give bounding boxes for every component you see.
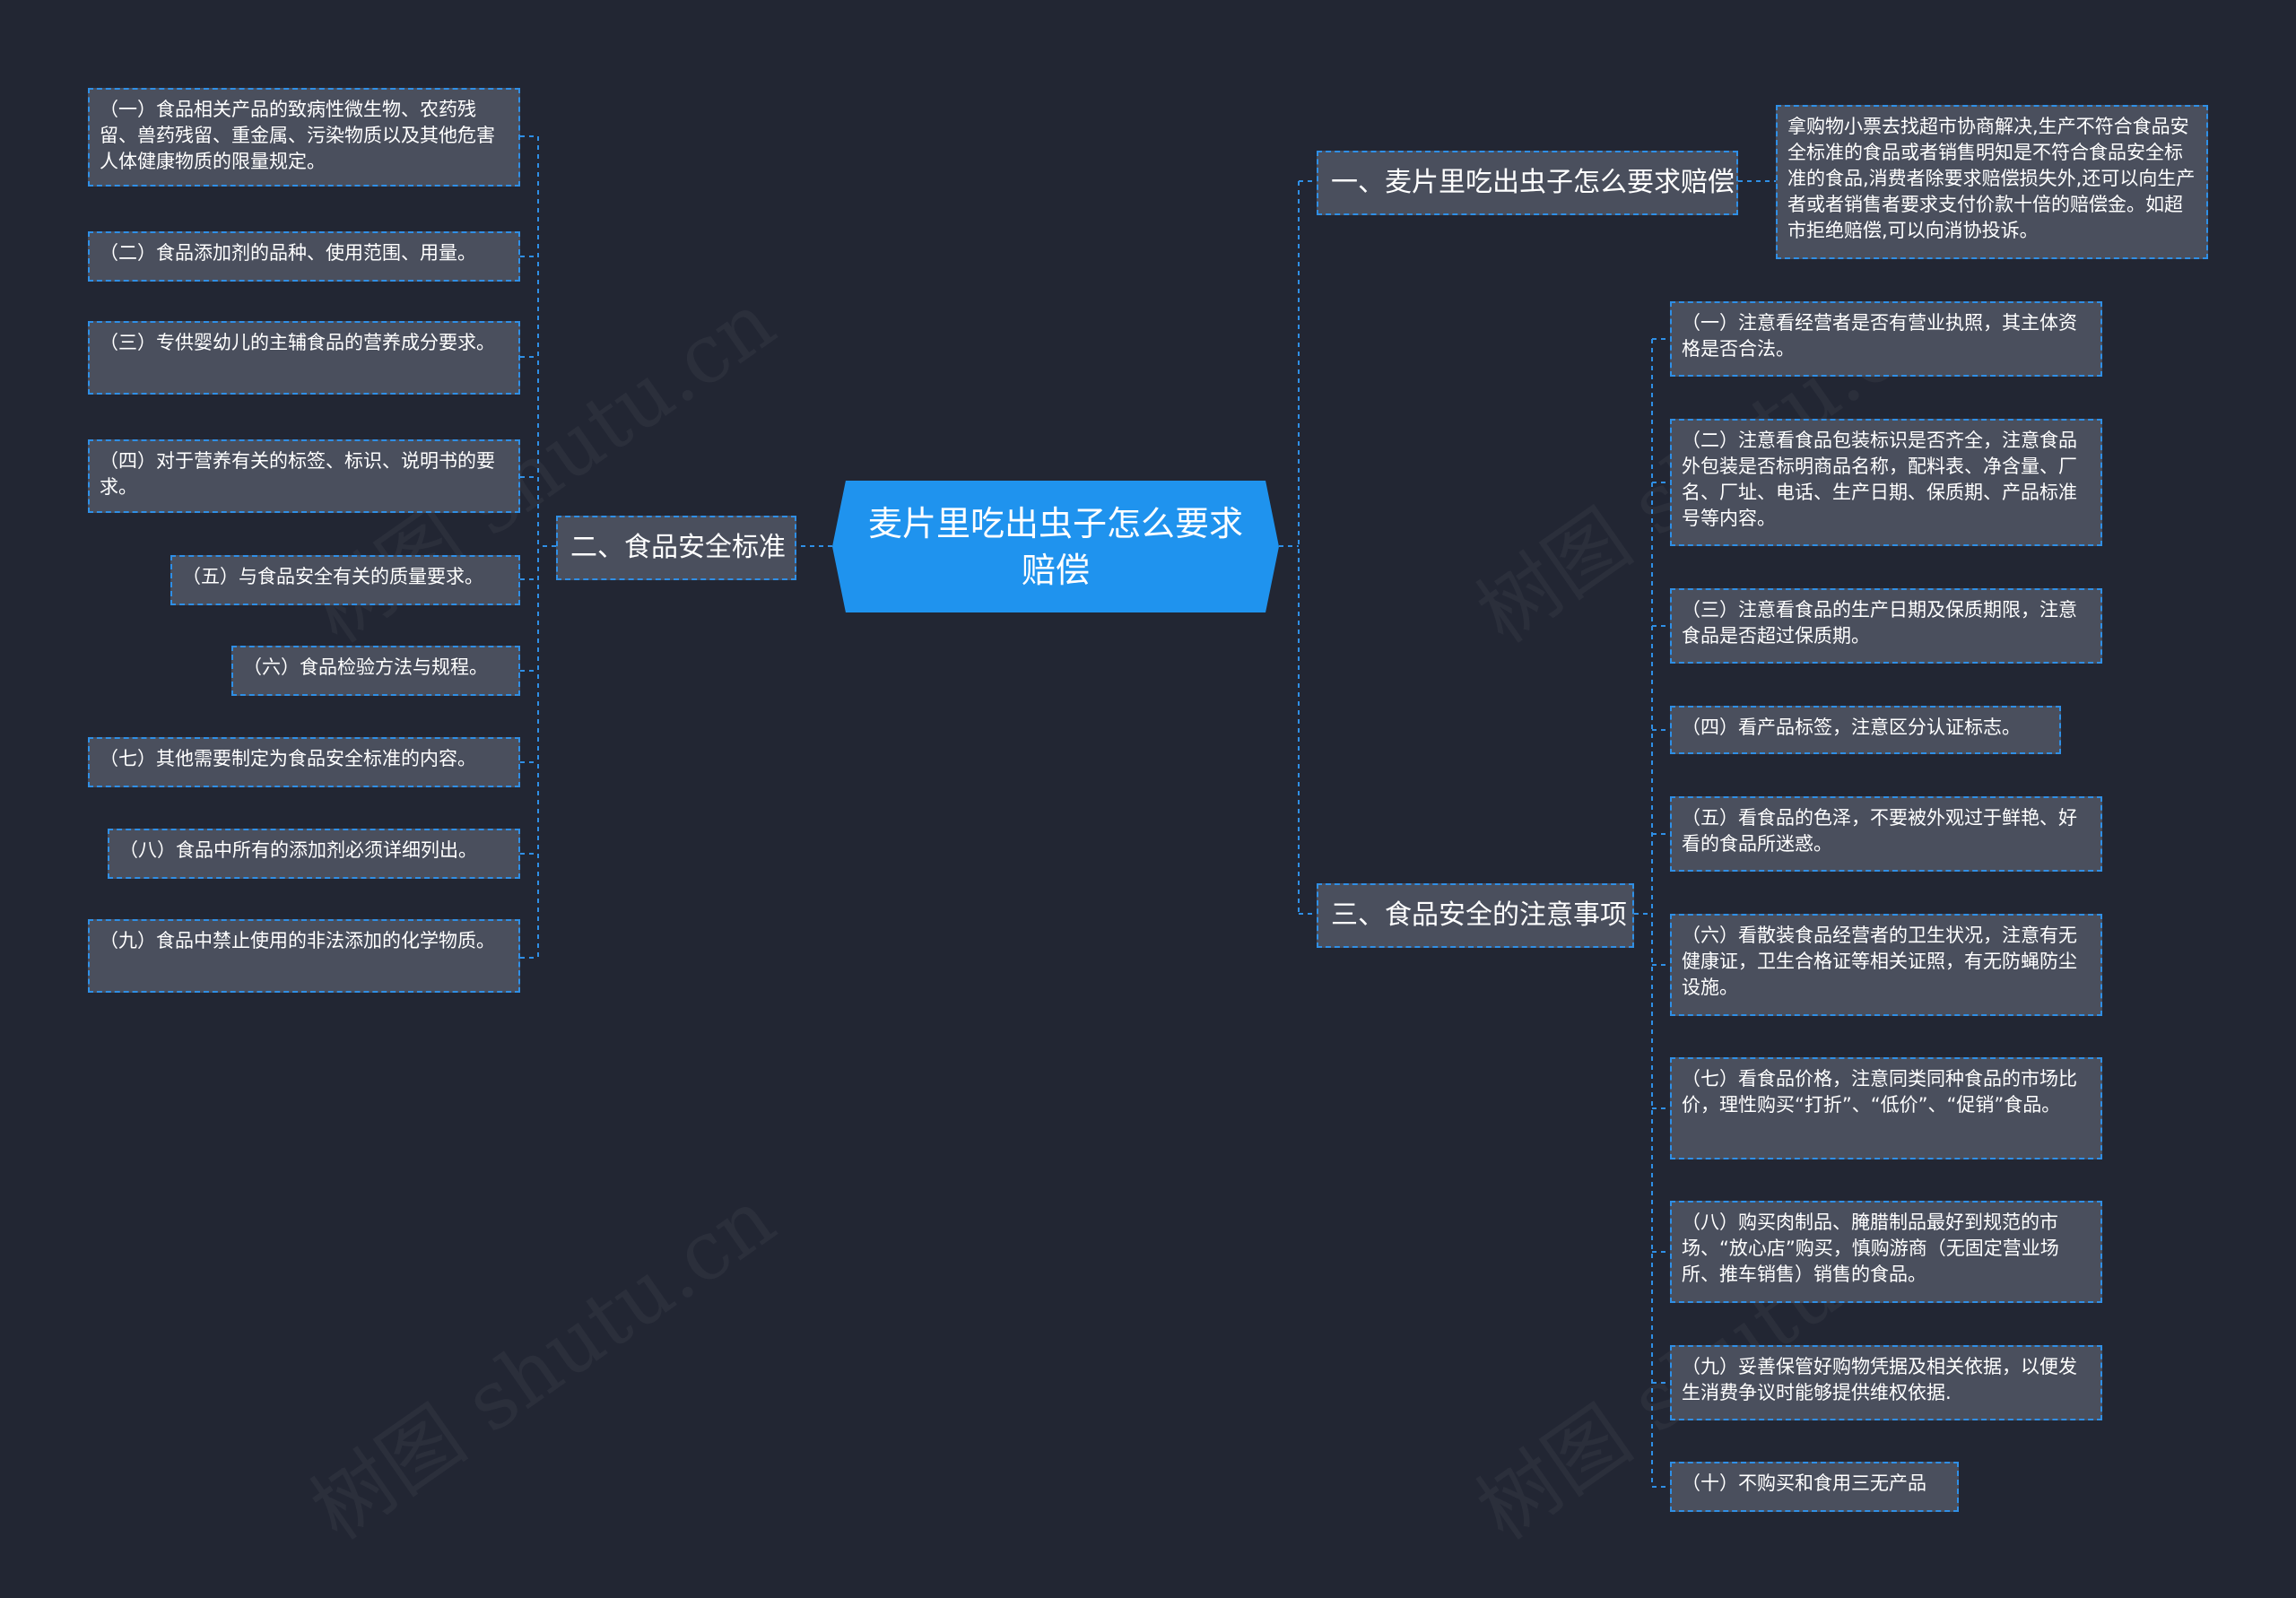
connector-b2-trunk [537,136,556,958]
node-precaution-item[interactable]: （三）注意看食品的生产日期及保质期限，注意食品是否超过保质期。 [1670,588,2102,664]
node-standard-item[interactable]: （四）对于营养有关的标签、标识、说明书的要求。 [88,439,520,513]
branch-label: 二、食品安全标准 [570,532,786,563]
node-precaution-item[interactable]: （七）看食品价格，注意同类同种食品的市场比价，理性购买“打折”、“低价”、“促销… [1670,1057,2102,1159]
node-precaution-item[interactable]: （五）看食品的色泽，不要被外观过于鲜艳、好看的食品所迷惑。 [1670,796,2102,872]
branch-label: 三、食品安全的注意事项 [1331,899,1627,931]
watermark: 树图 shutu.cn [284,1156,794,1561]
node-precaution-item[interactable]: （一）注意看经营者是否有营业执照，其主体资格是否合法。 [1670,301,2102,377]
branch-safety-precautions[interactable]: 三、食品安全的注意事项 [1317,883,1634,948]
branch-label: 一、麦片里吃出虫子怎么要求赔偿 [1331,167,1735,198]
node-standard-item[interactable]: （三）专供婴幼儿的主辅食品的营养成分要求。 [88,321,520,395]
node-precaution-item[interactable]: （十）不购买和食用三无产品 [1670,1462,1959,1512]
node-standard-item[interactable]: （九）食品中禁止使用的非法添加的化学物质。 [88,919,520,993]
branch-compensation[interactable]: 一、麦片里吃出虫子怎么要求赔偿 [1317,151,1738,215]
node-precaution-item[interactable]: （六）看散装食品经营者的卫生状况，注意有无健康证，卫生合格证等相关证照，有无防蝇… [1670,914,2102,1016]
connector-b3-trunk [1634,339,1653,1487]
node-standard-item[interactable]: （二）食品添加剂的品种、使用范围、用量。 [88,231,520,282]
node-standard-item[interactable]: （六）食品检验方法与规程。 [231,646,520,696]
node-precaution-item[interactable]: （二）注意看食品包装标识是否齐全，注意食品外包装是否标明商品名称，配料表、净含量… [1670,419,2102,546]
root-topic-label: 麦片里吃出虫子怎么要求赔偿 [868,503,1244,590]
node-compensation-detail[interactable]: 拿购物小票去找超市协商解决,生产不符合食品安全标准的食品或者销售明知是不符合食品… [1776,105,2208,259]
root-topic[interactable]: 麦片里吃出虫子怎么要求赔偿 [832,481,1279,612]
node-precaution-item[interactable]: （九）妥善保管好购物凭据及相关依据，以便发生消费争议时能够提供维权依据. [1670,1345,2102,1420]
node-standard-item[interactable]: （七）其他需要制定为食品安全标准的内容。 [88,737,520,787]
branch-safety-standards[interactable]: 二、食品安全标准 [556,516,796,580]
node-standard-item[interactable]: （五）与食品安全有关的质量要求。 [170,555,520,605]
node-precaution-item[interactable]: （八）购买肉制品、腌腊制品最好到规范的市场、“放心店”购买，慎购游商（无固定营业… [1670,1201,2102,1303]
node-standard-item[interactable]: （一）食品相关产品的致病性微生物、农药残留、兽药残留、重金属、污染物质以及其他危… [88,88,520,187]
node-precaution-item[interactable]: （四）看产品标签，注意区分认证标志。 [1670,706,2061,754]
node-standard-item[interactable]: （八）食品中所有的添加剂必须详细列出。 [108,829,520,879]
